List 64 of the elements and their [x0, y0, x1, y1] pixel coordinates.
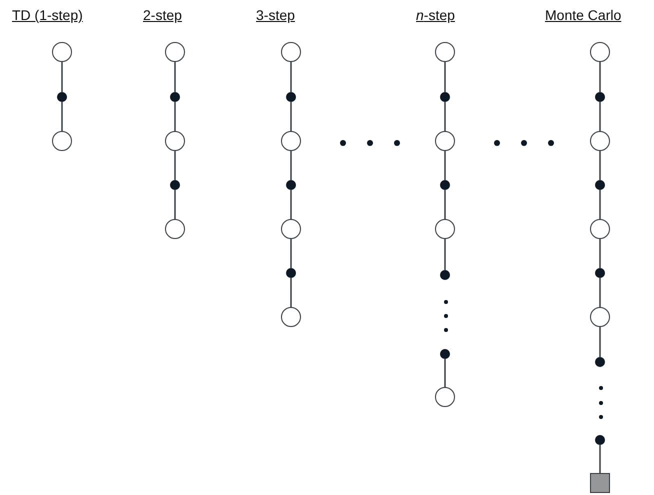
action-dot [286, 180, 296, 190]
state-circle [165, 219, 185, 239]
state-circle [435, 42, 455, 62]
column-heading: Monte Carlo [545, 6, 622, 24]
connector-line [444, 359, 446, 387]
connector-line [61, 62, 63, 92]
state-circle [590, 307, 610, 327]
column-heading: n-step [416, 6, 455, 24]
connector-line [61, 102, 63, 131]
connector-line [599, 445, 601, 473]
connector-line [444, 62, 446, 92]
column-heading: 2-step [143, 6, 182, 24]
connector-line [599, 278, 601, 307]
connector-line [599, 190, 601, 219]
connector-line [599, 62, 601, 92]
connector-line [444, 151, 446, 180]
connector-line [444, 190, 446, 219]
connector-line [290, 151, 292, 180]
action-dot [286, 268, 296, 278]
connector-line [599, 239, 601, 268]
state-circle [435, 387, 455, 407]
action-dot [286, 92, 296, 102]
action-dot [595, 357, 605, 367]
column-heading: TD (1-step) [12, 6, 83, 24]
state-circle [165, 131, 185, 151]
action-dot [57, 92, 67, 102]
state-circle [281, 219, 301, 239]
connector-line [174, 102, 176, 131]
connector-line [444, 102, 446, 131]
state-circle [52, 42, 72, 62]
connector-line [174, 190, 176, 219]
connector-line [599, 151, 601, 180]
action-dot [170, 180, 180, 190]
state-circle [435, 219, 455, 239]
connector-line [174, 62, 176, 92]
terminal-square [590, 473, 610, 493]
connector-line [599, 102, 601, 131]
state-circle [281, 42, 301, 62]
action-dot [440, 92, 450, 102]
column-heading: 3-step [256, 6, 295, 24]
action-dot [440, 349, 450, 359]
state-circle [281, 307, 301, 327]
state-circle [435, 131, 455, 151]
connector-line [290, 62, 292, 92]
state-circle [281, 131, 301, 151]
connector-line [290, 102, 292, 131]
action-dot [170, 92, 180, 102]
state-circle [590, 131, 610, 151]
connector-line [444, 239, 446, 270]
action-dot [595, 92, 605, 102]
state-circle [590, 42, 610, 62]
connector-line [290, 190, 292, 219]
action-dot [595, 435, 605, 445]
state-circle [165, 42, 185, 62]
connector-line [599, 327, 601, 357]
connector-line [290, 278, 292, 307]
action-dot [595, 180, 605, 190]
state-circle [590, 219, 610, 239]
action-dot [595, 268, 605, 278]
connector-line [174, 151, 176, 180]
action-dot [440, 180, 450, 190]
connector-line [290, 239, 292, 268]
action-dot [440, 270, 450, 280]
state-circle [52, 131, 72, 151]
